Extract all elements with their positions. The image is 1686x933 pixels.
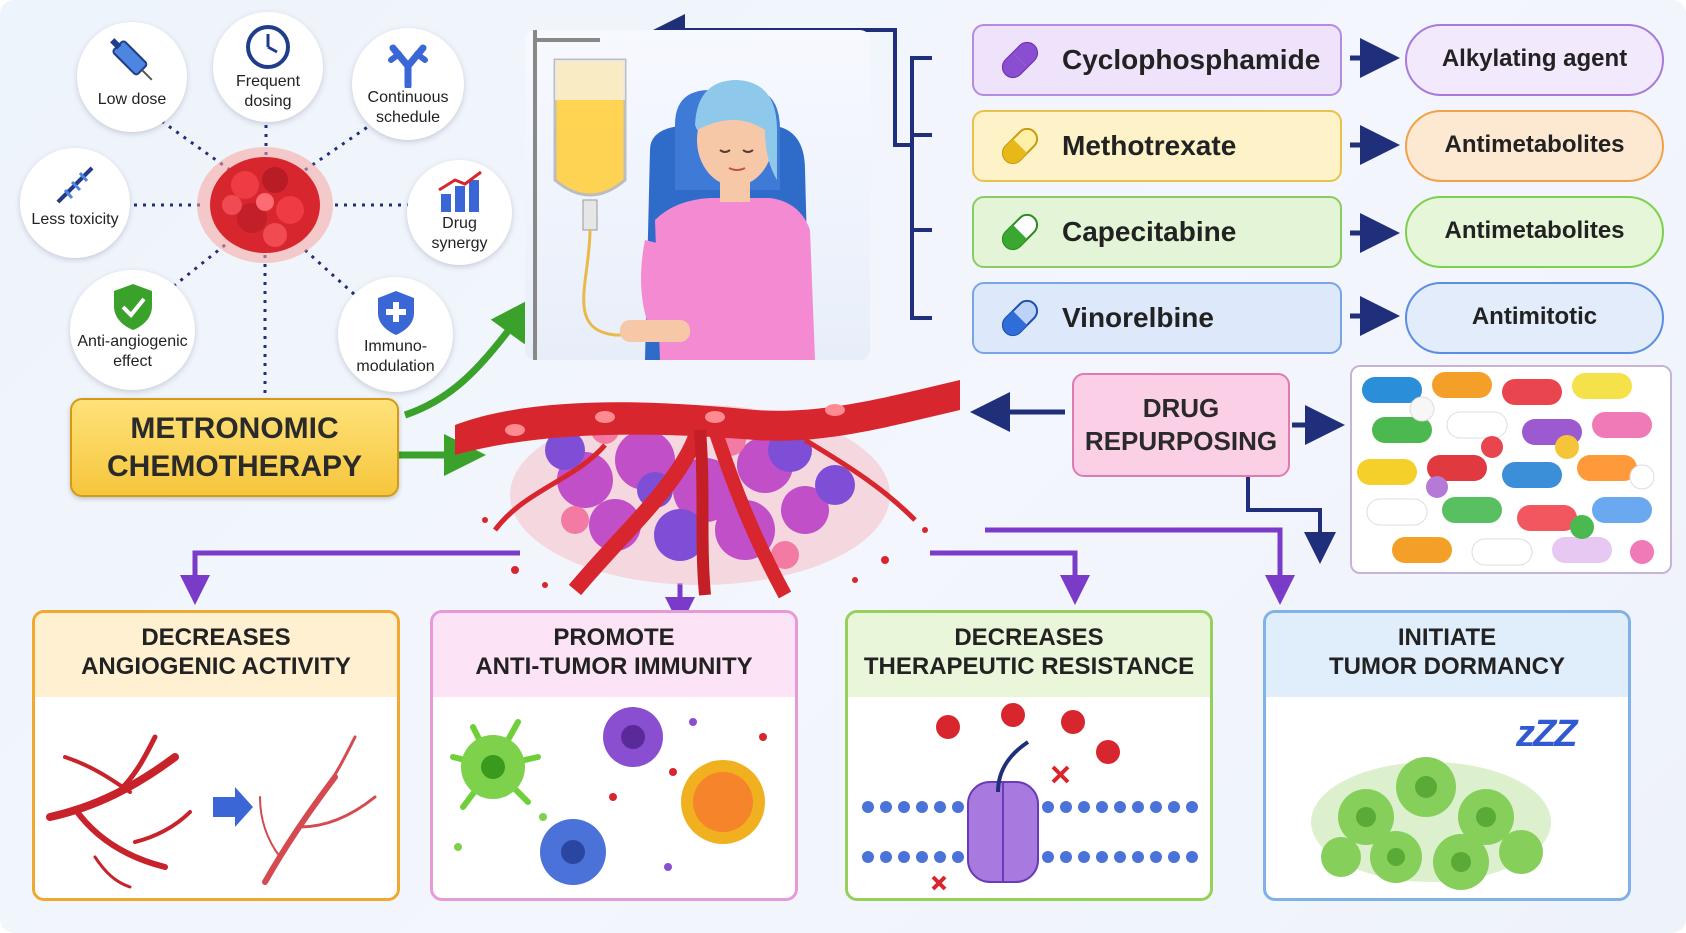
immune-cells-icon xyxy=(450,707,767,885)
tumor-cluster-icon xyxy=(197,147,333,263)
feature-low-dose: Low dose xyxy=(77,22,187,132)
feature-drug-synergy-line2: synergy xyxy=(431,235,488,252)
feature-drug-synergy: Drug synergy xyxy=(407,160,512,265)
outcome-dormancy: INITIATE TUMOR DORMANCY zZZ xyxy=(1263,610,1631,901)
feature-continuous-schedule-line1: Continuous xyxy=(367,89,449,106)
outcome-immunity-header: PROMOTE ANTI-TUMOR IMMUNITY xyxy=(433,613,795,697)
drug-class-antimetabolites-2: Antimetabolites xyxy=(1405,196,1664,268)
feature-continuous-schedule-line2: schedule xyxy=(375,109,441,126)
shield-check-icon xyxy=(113,284,152,330)
feature-less-toxicity-label: Less toxicity xyxy=(31,211,119,228)
capsule-blue-icon xyxy=(1001,299,1039,337)
drug-row-methotrexate: Methotrexate xyxy=(972,110,1342,182)
drug-row-vinorelbine: Vinorelbine xyxy=(972,282,1342,354)
outcome-resistance: DECREASES THERAPEUTIC RESISTANCE xyxy=(845,610,1213,901)
outcome-immunity: PROMOTE ANTI-TUMOR IMMUNITY xyxy=(430,610,798,901)
drug-name: Methotrexate xyxy=(1062,130,1237,161)
membrane-pump-icon xyxy=(862,703,1198,891)
drug-name: Vinorelbine xyxy=(1062,302,1214,333)
feature-drug-synergy-line1: Drug xyxy=(442,215,477,232)
repurposing-line1: DRUG xyxy=(1142,393,1220,423)
outcome-immunity-line1: PROMOTE xyxy=(553,624,675,651)
feature-frequent-dosing-line2: dosing xyxy=(244,93,292,110)
pill-pile-image xyxy=(1350,365,1672,574)
capsule-purple-icon xyxy=(1001,41,1039,79)
feature-less-toxicity: Less toxicity xyxy=(20,148,130,258)
feature-continuous-schedule: Continuous schedule xyxy=(352,28,464,140)
feature-anti-angiogenic: Anti-angiogenic effect xyxy=(70,270,195,390)
outcome-dormancy-line1: INITIATE xyxy=(1397,624,1497,651)
drug-row-capecitabine: Capecitabine xyxy=(972,196,1342,268)
feature-anti-angiogenic-line2: effect xyxy=(113,353,152,370)
dna-icon xyxy=(56,166,94,204)
metronomic-title-line2: CHEMOTHERAPY xyxy=(106,450,362,483)
outcome-angiogenic: DECREASES ANGIOGENIC ACTIVITY xyxy=(32,610,400,901)
repurposing-line2: REPURPOSING xyxy=(1084,426,1278,456)
feature-low-dose-label: Low dose xyxy=(97,91,167,108)
drug-name: Cyclophosphamide xyxy=(1062,44,1321,75)
outcome-resistance-line2: THERAPEUTIC RESISTANCE xyxy=(863,653,1195,680)
syringe-icon xyxy=(110,38,153,81)
bar-chart-icon xyxy=(437,170,482,212)
sleep-zzz-text: zZZ xyxy=(1516,713,1577,755)
dormant-cells-icon xyxy=(1311,757,1551,890)
outcome-angiogenic-header: DECREASES ANGIOGENIC ACTIVITY xyxy=(35,613,397,697)
capsule-yellow-icon xyxy=(1001,127,1039,165)
patient-iv-drip-icon xyxy=(533,30,815,360)
patient-illustration xyxy=(525,30,870,360)
outcome-dormancy-line2: TUMOR DORMANCY xyxy=(1329,653,1565,680)
outcome-angiogenic-line2: ANGIOGENIC ACTIVITY xyxy=(81,653,351,680)
drug-class-antimitotic: Antimitotic xyxy=(1405,282,1664,354)
outcome-resistance-header: DECREASES THERAPEUTIC RESISTANCE xyxy=(848,613,1210,697)
outcome-resistance-line1: DECREASES xyxy=(954,624,1104,651)
drug-row-cyclophosphamide: Cyclophosphamide xyxy=(972,24,1342,96)
clock-icon xyxy=(246,25,290,69)
drug-name: Capecitabine xyxy=(1062,216,1237,247)
shield-plus-icon xyxy=(377,291,414,335)
drug-class-alkylating: Alkylating agent xyxy=(1405,24,1664,96)
outcome-immunity-line2: ANTI-TUMOR IMMUNITY xyxy=(475,653,753,680)
tumor-vessel-illustration xyxy=(455,380,960,599)
outcome-dormancy-header: INITIATE TUMOR DORMANCY xyxy=(1266,613,1628,697)
drug-class-antimetabolites-1: Antimetabolites xyxy=(1405,110,1664,182)
feature-immunomodulation-line2: modulation xyxy=(356,358,435,375)
capsule-green-icon xyxy=(1001,213,1039,251)
feature-anti-angiogenic-line1: Anti-angiogenic xyxy=(77,333,188,350)
pills-icon xyxy=(1357,372,1655,566)
feature-frequent-dosing: Frequent dosing xyxy=(213,12,323,122)
feature-frequent-dosing-line1: Frequent xyxy=(235,73,301,90)
metronomic-title-line1: METRONOMIC xyxy=(130,412,339,445)
drug-repurposing-box: DRUG REPURPOSING xyxy=(1072,373,1290,477)
antibody-icon xyxy=(388,44,428,88)
outcome-angiogenic-line1: DECREASES xyxy=(141,624,291,651)
feature-immunomodulation: Immuno- modulation xyxy=(338,277,453,392)
vessel-pruning-icon xyxy=(46,734,377,889)
metronomic-chemotherapy-box: METRONOMIC CHEMOTHERAPY xyxy=(70,398,399,497)
feature-connectors xyxy=(130,113,410,395)
feature-immunomodulation-line1: Immuno- xyxy=(363,338,428,355)
